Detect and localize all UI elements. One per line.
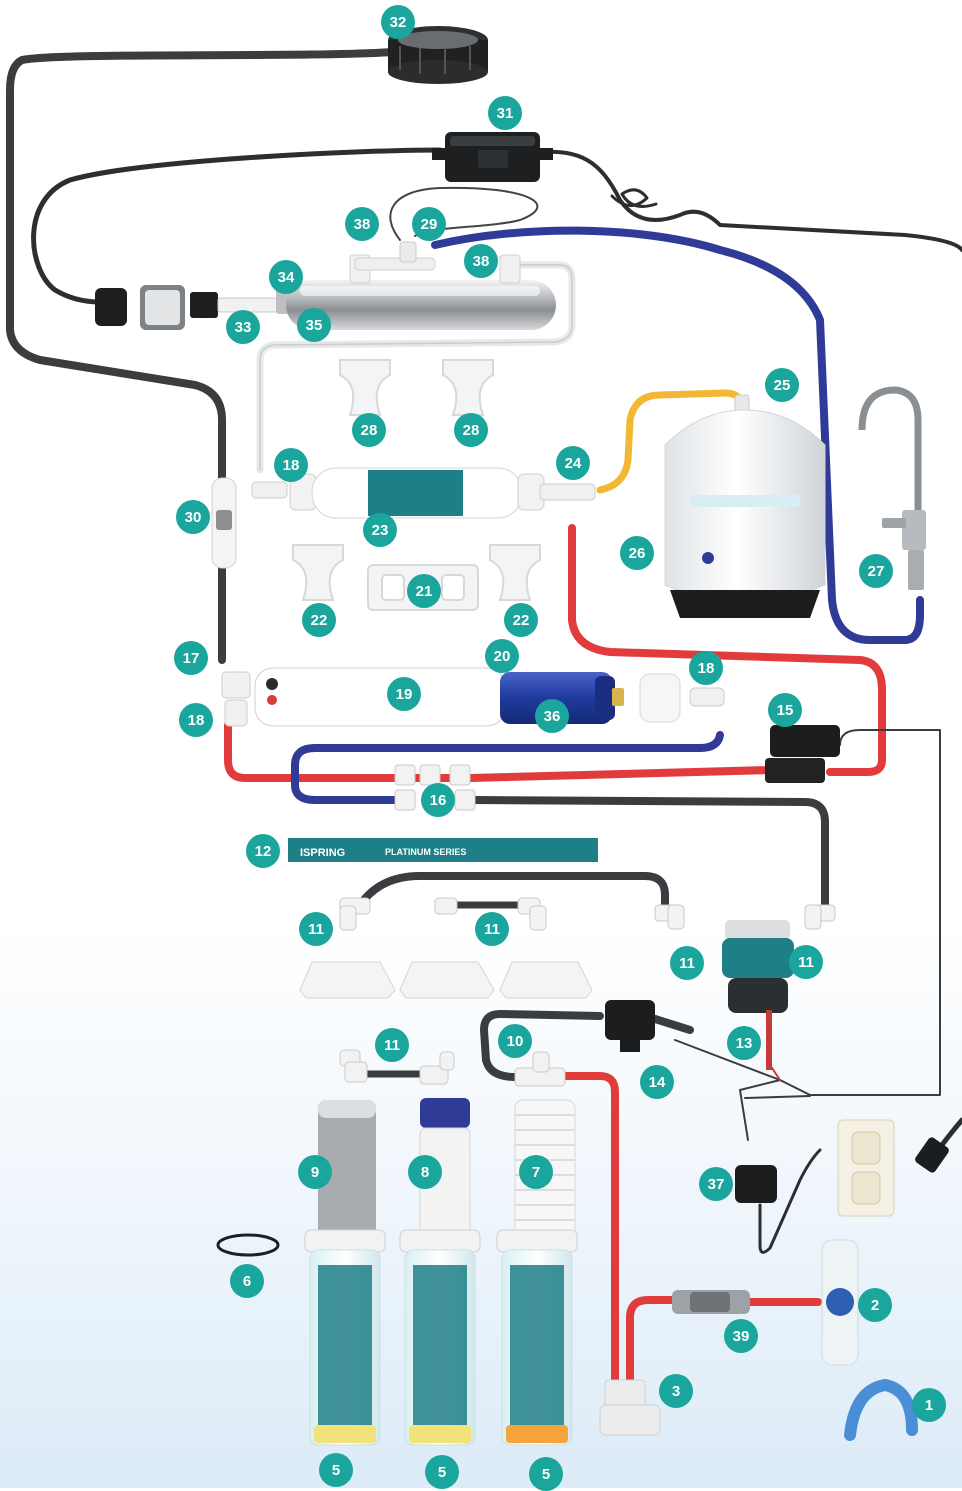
part-badge-18: 18 xyxy=(689,651,723,685)
part-badge-24: 24 xyxy=(556,446,590,480)
part-badge-9: 9 xyxy=(298,1155,332,1189)
part-badge-27: 27 xyxy=(859,554,893,588)
part-badge-11: 11 xyxy=(789,945,823,979)
part-badge-12: 12 xyxy=(246,834,280,868)
part-badge-18: 18 xyxy=(179,703,213,737)
part-badge-5: 5 xyxy=(319,1453,353,1487)
part-badge-28: 28 xyxy=(352,413,386,447)
part-badge-8: 8 xyxy=(408,1155,442,1189)
part-badge-29: 29 xyxy=(412,207,446,241)
part-badge-11: 11 xyxy=(375,1028,409,1062)
part-badge-6: 6 xyxy=(230,1264,264,1298)
part-badge-35: 35 xyxy=(297,308,331,342)
part-badge-5: 5 xyxy=(425,1455,459,1489)
part-badge-23: 23 xyxy=(363,513,397,547)
part-badge-13: 13 xyxy=(727,1026,761,1060)
part-badge-38: 38 xyxy=(345,207,379,241)
part-badge-11: 11 xyxy=(670,946,704,980)
part-badge-26: 26 xyxy=(620,536,654,570)
part-badge-22: 22 xyxy=(302,603,336,637)
part-badge-39: 39 xyxy=(724,1319,758,1353)
part-badge-31: 31 xyxy=(488,96,522,130)
part-badge-5: 5 xyxy=(529,1457,563,1491)
part-badge-37: 37 xyxy=(699,1167,733,1201)
part-badge-18: 18 xyxy=(274,448,308,482)
part-badge-7: 7 xyxy=(519,1155,553,1189)
part-badge-20: 20 xyxy=(485,639,519,673)
part-badge-11: 11 xyxy=(299,912,333,946)
part-badge-11: 11 xyxy=(475,912,509,946)
part-badge-25: 25 xyxy=(765,368,799,402)
part-badge-1: 1 xyxy=(912,1388,946,1422)
part-badge-2: 2 xyxy=(858,1288,892,1322)
part-badge-34: 34 xyxy=(269,260,303,294)
part-badge-19: 19 xyxy=(387,677,421,711)
part-badge-10: 10 xyxy=(498,1024,532,1058)
part-badge-16: 16 xyxy=(421,783,455,817)
part-badge-33: 33 xyxy=(226,310,260,344)
part-badge-30: 30 xyxy=(176,500,210,534)
part-badge-14: 14 xyxy=(640,1065,674,1099)
part-badge-28: 28 xyxy=(454,413,488,447)
part-badge-38: 38 xyxy=(464,244,498,278)
part-badge-21: 21 xyxy=(407,574,441,608)
part-badge-32: 32 xyxy=(381,5,415,39)
part-badge-22: 22 xyxy=(504,603,538,637)
part-badge-15: 15 xyxy=(768,693,802,727)
part-badge-17: 17 xyxy=(174,641,208,675)
part-badge-3: 3 xyxy=(659,1374,693,1408)
part-badge-36: 36 xyxy=(535,699,569,733)
